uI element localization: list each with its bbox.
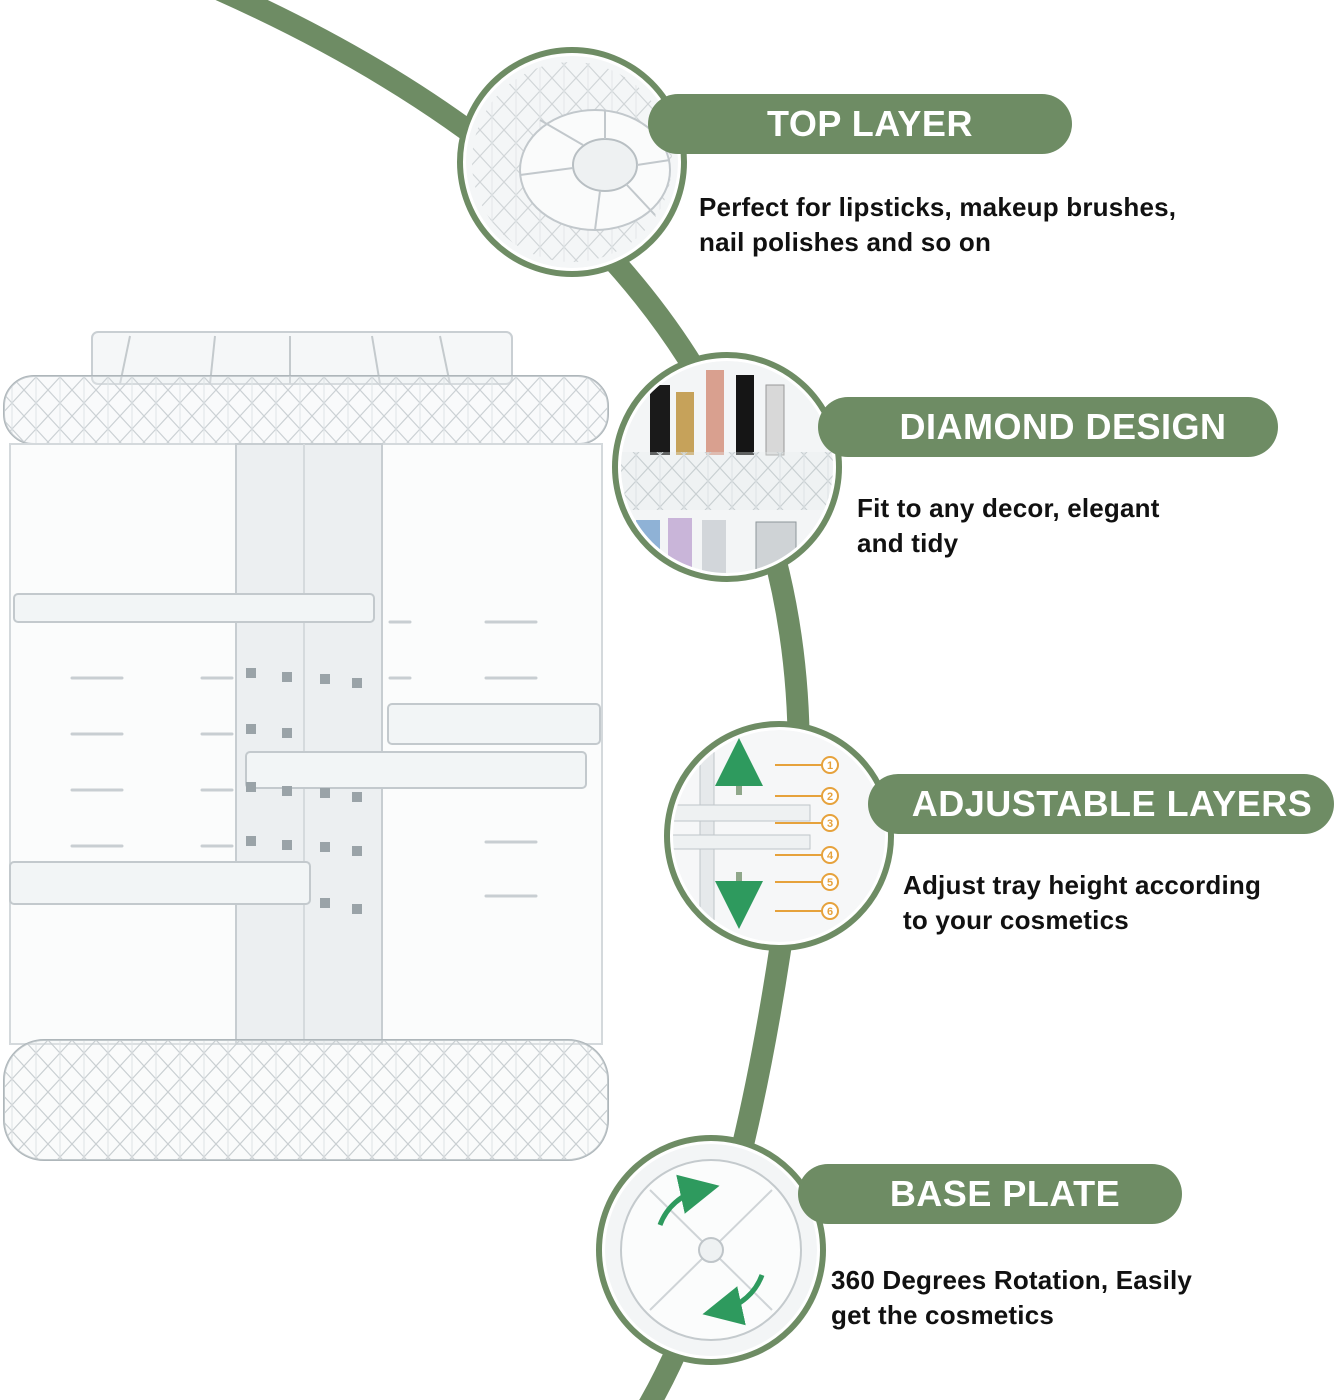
feature-title-adjustable-layers: ADJUSTABLE LAYERS: [868, 774, 1334, 834]
feature-title-base-plate: BASE PLATE: [798, 1164, 1182, 1224]
layer-marker-2: 2: [827, 791, 833, 803]
rotating-base-detail: [596, 1135, 826, 1365]
feature-desc-line: to your cosmetics: [903, 905, 1129, 935]
feature-desc-line: and tidy: [857, 528, 959, 558]
top-tray-detail: [457, 47, 687, 277]
feature-desc-line: get the cosmetics: [831, 1300, 1055, 1330]
layer-slots-detail: 1 2 3 4 5 6: [664, 721, 894, 951]
feature-desc-top-layer: Perfect for lipsticks, makeup brushes, n…: [699, 190, 1176, 260]
layer-marker-1: 1: [827, 760, 833, 772]
organizer-product: [3, 331, 609, 1161]
feature-desc-line: nail polishes and so on: [699, 227, 992, 257]
feature-desc-line: Fit to any decor, elegant: [857, 493, 1160, 523]
feature-desc-line: Perfect for lipsticks, makeup brushes,: [699, 192, 1177, 222]
feature-desc-adjustable-layers: Adjust tray height according to your cos…: [903, 868, 1261, 938]
feature-title-top-layer: TOP LAYER: [648, 94, 1072, 154]
feature-desc-line: Adjust tray height according: [903, 870, 1262, 900]
layer-marker-4: 4: [827, 850, 834, 862]
layer-marker-6: 6: [827, 906, 833, 918]
diamond-rim-detail: [612, 352, 842, 582]
feature-desc-line: 360 Degrees Rotation, Easily: [831, 1265, 1193, 1295]
layer-marker-5: 5: [827, 877, 833, 889]
feature-desc-base-plate: 360 Degrees Rotation, Easily get the cos…: [831, 1263, 1192, 1333]
feature-title-diamond-design: DIAMOND DESIGN: [818, 397, 1278, 457]
feature-desc-diamond-design: Fit to any decor, elegant and tidy: [857, 491, 1160, 561]
layer-marker-3: 3: [827, 818, 833, 830]
